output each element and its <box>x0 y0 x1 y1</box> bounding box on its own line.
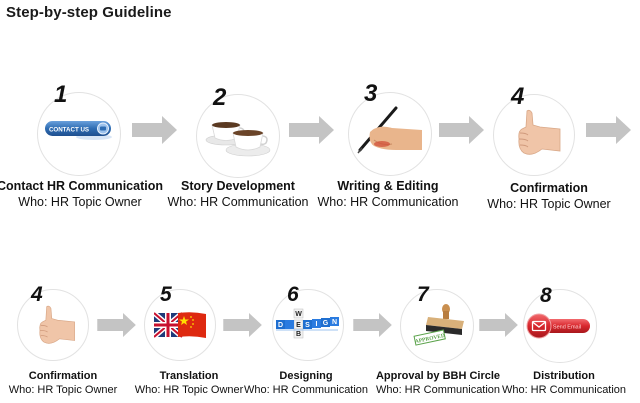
step-owner: Who: HR Topic Owner <box>487 197 611 211</box>
arrow-right-icon <box>132 116 177 144</box>
thumbs-up-icon <box>39 305 75 344</box>
step-owner: Who: HR Topic Owner <box>8 384 118 396</box>
page-title: Step-by-step Guideline <box>6 4 172 21</box>
arrow-right-icon <box>439 116 484 144</box>
arrow-right-icon <box>353 313 392 337</box>
svg-text:N: N <box>332 319 337 326</box>
step-label: Confirmation Who: HR Topic Owner <box>9 369 118 397</box>
step-title: Contact HR Communication <box>0 179 163 193</box>
approved-stamp-icon: APPROVED <box>413 304 464 346</box>
contact-us-text: CONTACT US <box>49 127 89 134</box>
coffee-cups-icon <box>205 122 271 157</box>
arrow-right-icon <box>479 313 518 337</box>
contact-us-button-icon: CONTACT US <box>45 121 112 140</box>
step-number: 6 <box>287 283 299 306</box>
svg-text:S: S <box>305 322 310 329</box>
step-title: Confirmation <box>28 370 98 382</box>
step-label: Designing Who: HR Communication <box>244 369 368 397</box>
step-title: Translation <box>159 370 219 382</box>
svg-text:B: B <box>296 331 301 338</box>
step-title: Designing <box>279 370 333 382</box>
step-label: Distribution Who: HR Communication <box>502 369 626 397</box>
send-email-text: Send Email <box>553 325 581 331</box>
step-number: 2 <box>213 84 227 111</box>
step-owner: Who: HR Communication <box>501 384 627 396</box>
step-number: 3 <box>364 80 378 107</box>
step-number: 7 <box>417 283 429 306</box>
arrow-right-icon <box>586 116 631 144</box>
uk-china-flags-icon <box>154 311 206 339</box>
step-owner: Who: HR Communication <box>375 384 501 396</box>
step-title: Story Development <box>181 179 295 193</box>
arrow-right-icon <box>289 116 334 144</box>
step-owner: Who: HR Communication <box>243 384 369 396</box>
step-number: 8 <box>540 284 552 307</box>
step-label: Approval by BBH Circle Who: HR Communica… <box>376 369 500 397</box>
step-number: 4 <box>31 283 43 306</box>
step-label: Story Development Who: HR Communication <box>167 178 308 210</box>
svg-text:G: G <box>323 320 329 327</box>
step-number: 4 <box>511 83 525 110</box>
step-number: 1 <box>54 81 68 108</box>
step-owner: Who: HR Topic Owner <box>18 195 142 209</box>
arrow-right-icon <box>97 313 136 337</box>
step-circle <box>196 94 280 178</box>
svg-text:E: E <box>296 322 301 329</box>
step-title: Confirmation <box>510 181 588 195</box>
send-email-button-icon: Send Email <box>526 313 590 339</box>
arrow-right-icon <box>223 313 262 337</box>
step-label: Writing & Editing Who: HR Communication <box>317 178 458 210</box>
step-title: Distribution <box>533 370 595 382</box>
step-label: Contact HR Communication Who: HR Topic O… <box>0 178 163 210</box>
svg-text:W: W <box>295 311 302 318</box>
step-title: Writing & Editing <box>337 179 439 193</box>
step-label: Translation Who: HR Topic Owner <box>135 369 244 397</box>
svg-text:I: I <box>316 321 318 328</box>
step-number: 5 <box>160 283 172 306</box>
web-design-blocks-icon: W D E S I G N B <box>276 308 339 339</box>
step-label: Confirmation Who: HR Topic Owner <box>487 180 610 212</box>
step-owner: Who: HR Topic Owner <box>134 384 244 396</box>
step-owner: Who: HR Communication <box>167 195 309 209</box>
svg-text:D: D <box>278 322 283 329</box>
hand-writing-pen-icon <box>357 106 422 154</box>
step-owner: Who: HR Communication <box>317 195 459 209</box>
step-title: Approval by BBH Circle <box>375 370 501 382</box>
thumbs-up-icon <box>518 109 561 155</box>
